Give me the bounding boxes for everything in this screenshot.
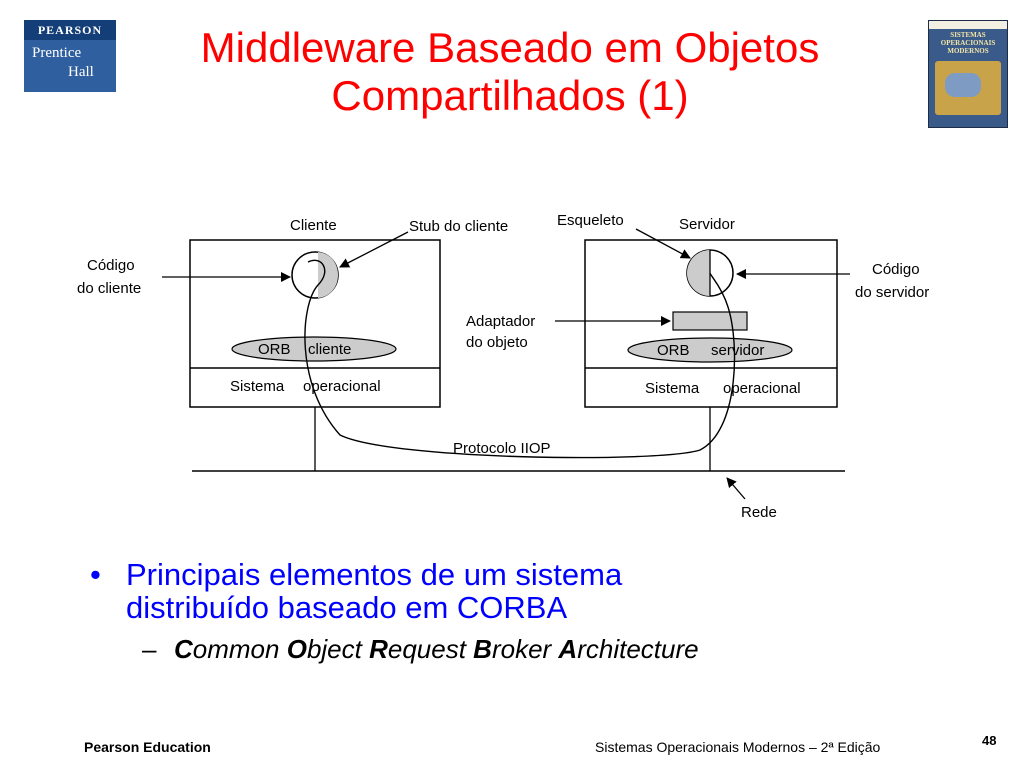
book-cover-art [935, 61, 1001, 115]
client-stub-half [318, 252, 338, 298]
label-so-servidor-a: Sistema [645, 380, 700, 397]
acronym-a: A [558, 634, 578, 664]
slide-title-line1: Middleware Baseado em Objetos [200, 24, 820, 71]
book-cover-image: SISTEMAS OPERACIONAIS MODERNOS [928, 20, 1008, 128]
label-adaptador-2: do objeto [466, 334, 528, 351]
acronym-b: B [473, 634, 492, 664]
acronym-o: O [286, 634, 307, 664]
acronym-c: C [174, 634, 193, 664]
footer-publisher: Pearson Education [84, 739, 211, 755]
logo-text-prentice: Prentice [32, 45, 82, 61]
label-orb-cliente-b: cliente [308, 341, 351, 358]
arrow-stub-cliente [339, 231, 409, 268]
arrow-rede [726, 477, 746, 500]
logo-text-pearson: PEARSON [24, 20, 116, 40]
sub-bullet-dash: – [142, 634, 157, 664]
label-codigo-cliente-1: Código [87, 257, 135, 274]
label-so-cliente-b: operacional [303, 378, 381, 395]
bullet-list: • Principais elementos de um sistema dis… [90, 558, 970, 664]
server-machine-box [584, 239, 838, 408]
label-esqueleto: Esqueleto [557, 212, 624, 229]
label-codigo-servidor-1: Código [872, 261, 920, 278]
label-so-cliente-a: Sistema [230, 378, 285, 395]
bullet-main-line1: Principais elementos de um sistema [126, 557, 623, 592]
label-codigo-cliente-2: do cliente [77, 280, 141, 297]
bullet-dot: • [90, 557, 101, 592]
slide-title: Middleware Baseado em Objetos Compartilh… [120, 24, 900, 120]
label-codigo-servidor-2: do servidor [855, 284, 929, 301]
acronym-c-rest: ommon [192, 634, 287, 664]
book-cover-band [929, 21, 1007, 29]
orb-cliente-ellipse [231, 336, 397, 362]
bullet-sub-corba: –Common Object Request Broker Architectu… [90, 634, 970, 664]
label-cliente: Cliente [290, 217, 337, 234]
label-orb-servidor-b: servidor [711, 342, 764, 359]
skeleton-half [687, 250, 710, 296]
label-so-servidor-b: operacional [723, 380, 801, 397]
acronym-r: R [369, 634, 388, 664]
label-adaptador-1: Adaptador [466, 313, 535, 330]
label-servidor: Servidor [679, 216, 735, 233]
label-orb-servidor-a: ORB [657, 342, 690, 359]
iiop-protocol-path [304, 259, 736, 459]
page-number: 48 [982, 733, 997, 748]
bullet-main: • Principais elementos de um sistema dis… [90, 558, 970, 624]
acronym-o-rest: bject [306, 634, 370, 664]
label-stub-cliente: Stub do cliente [409, 218, 508, 235]
label-protocolo-iiop: Protocolo IIOP [453, 440, 551, 457]
corba-diagram: Cliente Stub do cliente Esqueleto Servid… [77, 212, 929, 521]
label-rede: Rede [741, 504, 777, 521]
acronym-a-rest: rchitecture [577, 634, 699, 664]
footer-book-title: Sistemas Operacionais Modernos – 2ª Ediç… [595, 739, 881, 755]
arrow-esqueleto [635, 228, 691, 259]
acronym-b-rest: roker [491, 634, 559, 664]
logo-text-hall: Hall [68, 64, 94, 80]
pearson-prentice-hall-logo: PEARSON Prentice Hall [24, 20, 116, 92]
bullet-main-line2: distribuído baseado em CORBA [126, 590, 568, 625]
object-adapter-box [672, 311, 748, 331]
acronym-r-rest: equest [387, 634, 474, 664]
book-cover-title: SISTEMAS OPERACIONAIS MODERNOS [940, 31, 996, 55]
label-orb-cliente-a: ORB [258, 341, 291, 358]
orb-servidor-ellipse [627, 337, 793, 363]
slide-title-line2: Compartilhados (1) [331, 72, 689, 119]
